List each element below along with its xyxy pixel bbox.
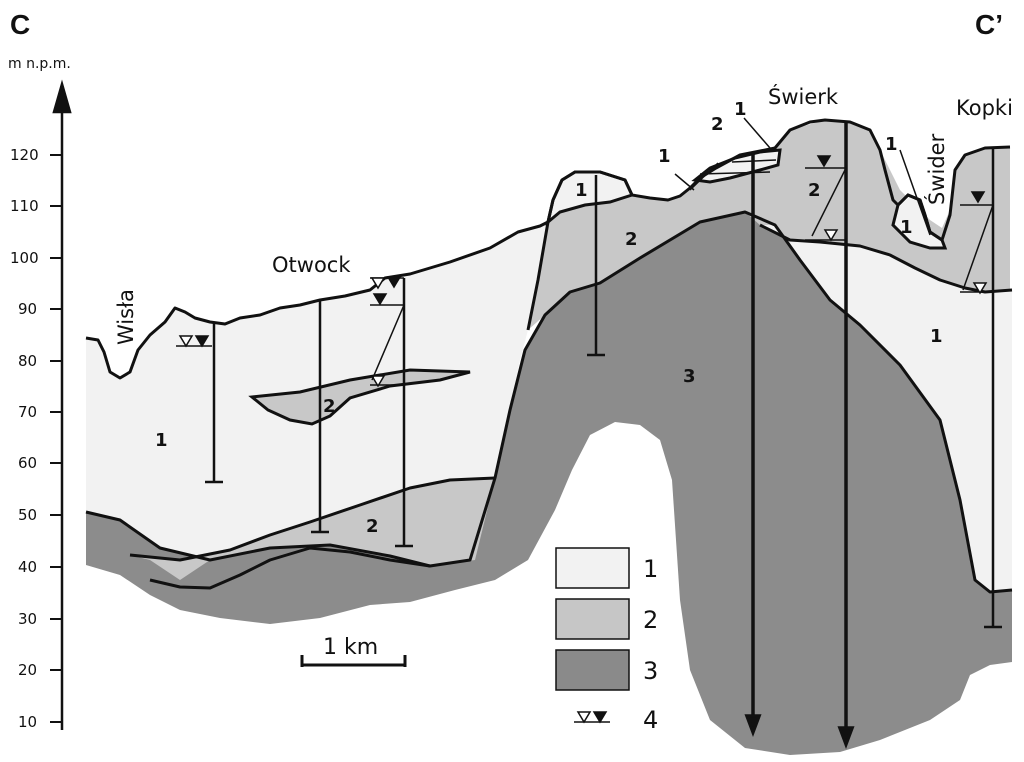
unit-label-1-top-b: 1: [734, 99, 747, 120]
y-axis: [50, 79, 72, 730]
y-tick-120: 120: [10, 146, 39, 164]
y-tick-30: 30: [18, 610, 37, 628]
deep-boreholes: [744, 122, 855, 749]
unit-label-1-left: 1: [155, 430, 168, 451]
unit-label-2-swierk: 2: [808, 180, 821, 201]
layer-2-lens-upper: [248, 368, 471, 426]
y-axis-unit: m n.p.m.: [8, 56, 71, 72]
place-otwock: Otwock: [272, 253, 351, 277]
water-levels: [176, 117, 994, 388]
place-swider: Świder: [924, 133, 949, 205]
scale-bar-label: 1 km: [323, 635, 378, 660]
y-tick-90: 90: [18, 300, 37, 318]
section-end-label: C’: [975, 9, 1003, 40]
unit-label-2-lower: 2: [366, 516, 379, 537]
boreholes: [205, 148, 1002, 629]
place-swierk: Świerk: [768, 84, 839, 109]
y-tick-110: 110: [10, 197, 39, 215]
legend-water-level-symbol: [574, 711, 610, 724]
unit-label-1-swider: 1: [900, 217, 913, 238]
legend-swatch-1: [555, 547, 630, 589]
y-tick-40: 40: [18, 558, 37, 576]
unit-label-1-cap: 1: [575, 180, 588, 201]
legend-label-4: 4: [643, 706, 658, 734]
legend: 1 2 3 4: [555, 547, 658, 734]
unit-label-2-top: 2: [711, 114, 724, 135]
y-tick-100: 100: [10, 249, 39, 267]
place-wisla: Wisła: [114, 289, 138, 345]
unit-label-3: 3: [683, 366, 696, 387]
layer-3-fill: [86, 212, 1012, 755]
y-tick-50: 50: [18, 506, 37, 524]
layer-1-fill-right: [760, 225, 1012, 592]
place-kopki: Kopki: [956, 96, 1013, 120]
legend-swatch-3: [555, 649, 630, 691]
unit-label-2-lens: 2: [323, 396, 336, 417]
legend-label-1: 1: [643, 555, 658, 583]
legend-swatch-2: [555, 598, 630, 640]
unit-label-1-top-a: 1: [658, 146, 671, 167]
unit-label-2-mid: 2: [625, 229, 638, 250]
legend-label-2: 2: [643, 606, 658, 634]
y-tick-80: 80: [18, 352, 37, 370]
y-tick-60: 60: [18, 454, 37, 472]
y-tick-20: 20: [18, 661, 37, 679]
legend-label-3: 3: [643, 657, 658, 685]
y-tick-10: 10: [18, 713, 37, 731]
y-tick-70: 70: [18, 403, 37, 421]
unit-label-1-swider-top: 1: [885, 134, 898, 155]
contact-lines: [85, 118, 1013, 594]
unit-label-1-right: 1: [930, 326, 943, 347]
section-start-label: C: [10, 9, 30, 40]
scale-bar: [300, 655, 407, 667]
